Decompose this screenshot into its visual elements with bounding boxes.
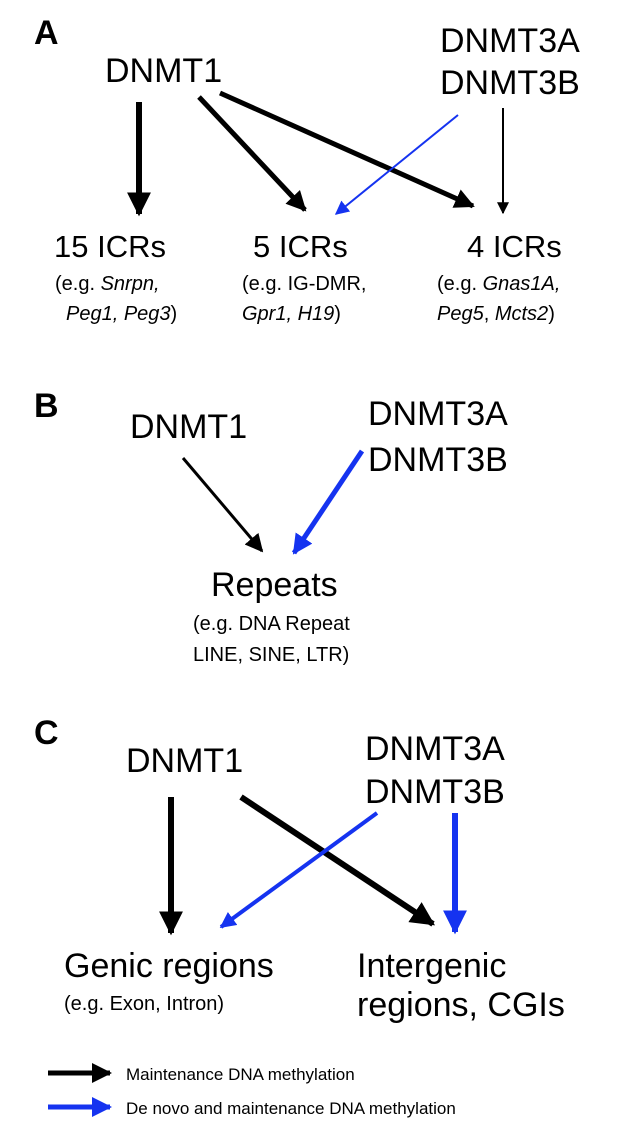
legend: Maintenance DNA methylation De novo and …	[48, 1063, 456, 1118]
panel-b: B DNMT1 DNMT3A DNMT3B Repeats (e.g. DNA …	[34, 387, 508, 666]
panel-a-arrow-dnmt1-to-5icrs	[197, 95, 307, 212]
panel-a: A DNMT1 DNMT3A DNMT3B 15 ICRs (e.g. Snrp…	[34, 14, 580, 325]
panel-c: C DNMT1 DNMT3A DNMT3B Genic regions (e.g…	[34, 714, 565, 1024]
panel-a-dnmt3b-label: DNMT3B	[440, 64, 580, 102]
panel-c-intergenic-label-line1: Intergenic	[357, 947, 506, 985]
panel-a-arrow-dnmt3-to-5icrs	[334, 114, 459, 215]
panel-b-dnmt3a-label: DNMT3A	[368, 395, 508, 433]
panel-a-4icrs-example-line2: Peg5, Mcts2)	[437, 303, 555, 325]
panel-a-5icrs-example-line2: Gpr1, H19)	[242, 303, 341, 325]
panel-a-5icrs-example-line1: (e.g. IG-DMR,	[242, 273, 366, 295]
panel-a-5icrs-label: 5 ICRs	[253, 229, 348, 264]
panel-a-dnmt3a-label: DNMT3A	[440, 22, 580, 60]
panel-c-letter: C	[34, 714, 59, 752]
panel-c-arrow-dnmt1-to-intergenic	[239, 794, 436, 927]
panel-c-intergenic-label-line2: regions, CGIs	[357, 986, 565, 1024]
legend-de-novo-label: De novo and maintenance DNA methylation	[126, 1099, 456, 1118]
panel-a-15icrs-label: 15 ICRs	[54, 229, 166, 264]
panel-b-letter: B	[34, 387, 59, 425]
panel-a-arrow-dnmt1-to-4icrs	[218, 90, 475, 209]
panel-c-dnmt3a-label: DNMT3A	[365, 730, 505, 768]
panel-b-repeats-label: Repeats	[211, 566, 338, 604]
panel-a-4icrs-label: 4 ICRs	[467, 229, 562, 264]
panel-c-genic-label: Genic regions	[64, 947, 274, 985]
panel-b-dnmt1-label: DNMT1	[130, 408, 247, 446]
panel-b-arrow-dnmt3-to-repeats	[291, 449, 365, 555]
panel-b-dnmt3b-label: DNMT3B	[368, 441, 508, 479]
panel-a-4icrs-example-line1: (e.g. Gnas1A,	[437, 273, 560, 295]
panel-b-repeats-example-line2: LINE, SINE, LTR)	[193, 644, 349, 666]
legend-maintenance-label: Maintenance DNA methylation	[126, 1065, 355, 1084]
panel-b-arrow-dnmt1-to-repeats	[181, 457, 264, 553]
panel-c-arrow-dnmt3-to-genic	[219, 811, 379, 929]
panel-b-repeats-example-line1: (e.g. DNA Repeat	[193, 613, 350, 635]
panel-a-15icrs-example-line1: (e.g. Snrpn,	[55, 273, 160, 295]
panel-a-letter: A	[34, 14, 59, 52]
panel-c-dnmt3b-label: DNMT3B	[365, 773, 505, 811]
panel-a-dnmt1-label: DNMT1	[105, 52, 222, 90]
panel-c-genic-example: (e.g. Exon, Intron)	[64, 993, 224, 1015]
panel-a-15icrs-example-line2: Peg1, Peg3)	[66, 303, 177, 325]
panel-c-dnmt1-label: DNMT1	[126, 742, 243, 780]
